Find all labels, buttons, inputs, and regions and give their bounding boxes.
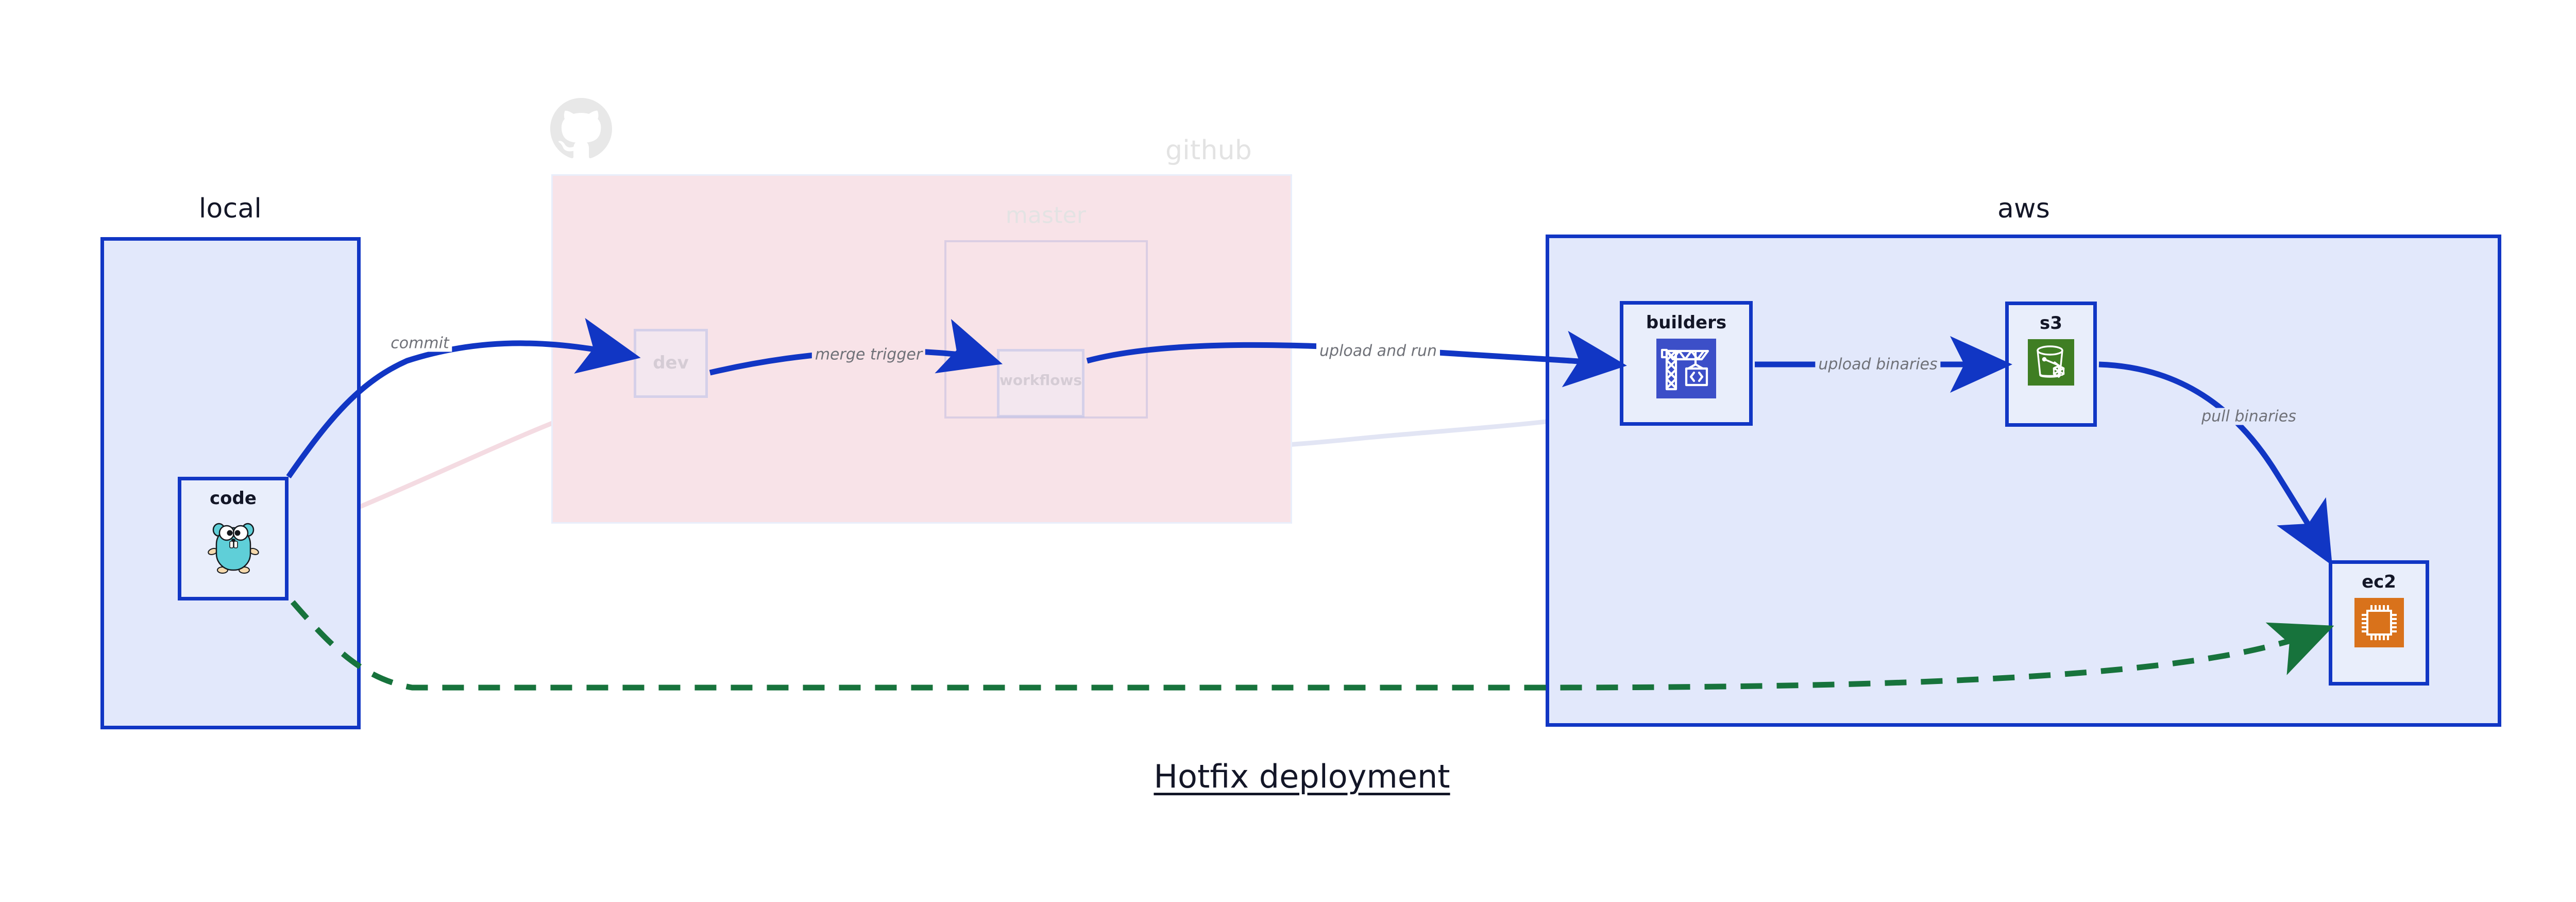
edge-label-upload-binaries: upload binaries — [1815, 356, 1941, 373]
node-s3[interactable]: s3 — [2005, 302, 2097, 427]
go-gopher-icon — [207, 523, 259, 574]
group-local-label: local — [198, 193, 262, 224]
edge-label-upload-and-run: upload and run — [1316, 342, 1440, 360]
github-octocat-icon — [550, 98, 612, 159]
edge-label-pull-binaries: pull binaries — [2198, 408, 2299, 425]
node-dev-label: dev — [653, 353, 689, 373]
node-code[interactable]: code — [178, 477, 289, 600]
node-ec2[interactable]: ec2 — [2329, 560, 2429, 686]
node-s3-label: s3 — [2040, 313, 2062, 333]
group-github-label: github — [1165, 135, 1252, 166]
edge-label-commit: commit — [387, 335, 452, 352]
s3-bucket-icon — [2028, 339, 2074, 386]
node-ec2-label: ec2 — [2362, 572, 2396, 592]
node-workflows[interactable]: workflows — [997, 349, 1084, 417]
node-dev[interactable]: dev — [634, 329, 708, 398]
diagram-title: Hotfix deployment — [1154, 758, 1450, 795]
node-code-label: code — [210, 488, 257, 509]
crane-code-icon — [1656, 339, 1716, 398]
subgroup-master-label: master — [1005, 202, 1087, 229]
node-workflows-label: workflows — [999, 372, 1082, 389]
node-builders[interactable]: builders — [1620, 301, 1753, 426]
cpu-chip-icon — [2354, 598, 2404, 647]
edge-label-merge-trigger: merge trigger — [811, 346, 926, 363]
node-builders-label: builders — [1646, 312, 1727, 333]
group-aws-label: aws — [1997, 193, 2050, 224]
